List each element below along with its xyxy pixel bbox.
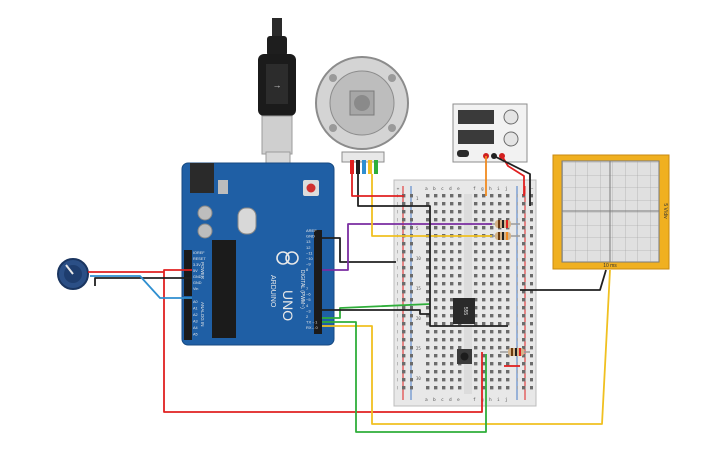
pin-label: 12 [306,245,311,250]
column-letter: e [457,398,460,403]
power-pin-label: GND [193,275,202,279]
wire-green-long [322,321,487,433]
power-label: POWER [200,262,205,280]
column-letter: i [497,397,500,403]
column-letter: h [489,186,492,192]
pin-label: 8 [306,267,309,272]
analog-pin-label: A4 [193,326,198,330]
row-number: 30 [416,376,421,381]
potentiometer-icon[interactable] [57,258,89,290]
pin-label: ~9 [306,262,311,267]
oscilloscope[interactable]: 5 V/div 10 ms [552,154,670,270]
pin-label: 4 [306,303,309,308]
column-letter: j [505,397,508,403]
pin-label: RX←0 [306,325,319,330]
pin-label: ~3 [306,308,311,313]
column-letter: b [433,186,436,192]
row-number: 15 [416,286,421,291]
arduino-model: UNO [280,290,296,321]
column-letter: b [433,397,436,403]
pin-label: 7 [306,286,309,291]
wire-red-motor [351,174,404,197]
power-pin-label: RESET [193,257,206,261]
pin-label: 13 [306,239,311,244]
pin-label: TX→1 [306,320,318,325]
arduino-brand: ARDUINO [269,275,276,308]
wire-green-pwm [322,303,431,319]
arduino-uno-board[interactable]: ARDUINO UNO DIGITAL (PWM~) POWER ANALOG … [181,162,335,346]
column-letter: d [449,186,452,192]
column-letter: f [473,397,476,403]
pin-label: ~6 [306,292,311,297]
column-letter: d [449,397,452,403]
wires [88,155,611,433]
power-pin-label: GND [193,281,202,285]
row-number: 25 [416,346,421,351]
pin-label: ~11 [306,250,313,255]
wire-yellow-1 [371,174,492,237]
power-pin-label: 5V [193,269,198,273]
column-letter: h [489,397,492,403]
column-letter: c [441,187,444,192]
scope-time-label: 10 ms [603,263,617,269]
wire-black-2 [322,309,430,315]
pushbutton-icon[interactable] [457,349,472,364]
analog-pin-label: A0 [193,300,198,304]
power-pin-label: 3.3V [193,263,201,267]
power-pin-label: IOREF [193,251,205,255]
wire-black-scope [520,269,607,291]
column-letter: a [425,187,428,192]
analog-pin-label: A3 [193,320,198,324]
row-number: 10 [416,256,421,261]
analog-pin-label: A5 [193,333,198,337]
column-letter: f [473,186,476,192]
wire-red-5v [163,269,483,413]
usb-cable-icon: → [258,18,296,187]
row-number: 5 [416,226,419,231]
ic-555-chip[interactable]: 555 [453,298,475,324]
power-supply-icon[interactable] [452,103,528,163]
scope-volts-label: 5 V/div [662,203,668,219]
column-letter: i [497,186,500,192]
reset-button[interactable] [306,183,316,193]
column-letter: c [441,398,444,403]
column-letter: e [457,187,460,192]
row-number: 20 [416,316,421,321]
pin-label: GND [306,234,315,239]
column-letter: g [481,187,484,192]
power-pin-label: Vin [193,287,198,291]
wire-black-gnd-header [322,237,396,263]
analog-pin-label: A2 [193,313,198,317]
rail-minus-label: − [531,187,534,192]
pin-label: ~5 [306,297,311,302]
pin-label: AREF [306,228,317,233]
column-letter: a [425,398,428,403]
row-number: 1 [416,196,419,201]
ic-label: 555 [462,307,468,316]
analog-label: ANALOG IN [200,302,205,327]
analog-pin-label: A1 [193,307,198,311]
rail-plus-label: + [397,187,400,192]
digital-label: DIGITAL (PWM~) [299,270,305,309]
dc-motor-icon[interactable] [315,56,409,174]
resistor-3[interactable] [500,348,530,356]
svg-text:→: → [273,80,282,90]
pin-label: ~10 [306,256,314,261]
column-letter: j [505,186,508,192]
wire-black-psu [493,155,531,206]
pin-label: 2 [306,314,309,319]
wire-purple [322,223,492,271]
wire-blue-a0 [90,275,192,299]
wire-black-gnd [94,277,192,286]
